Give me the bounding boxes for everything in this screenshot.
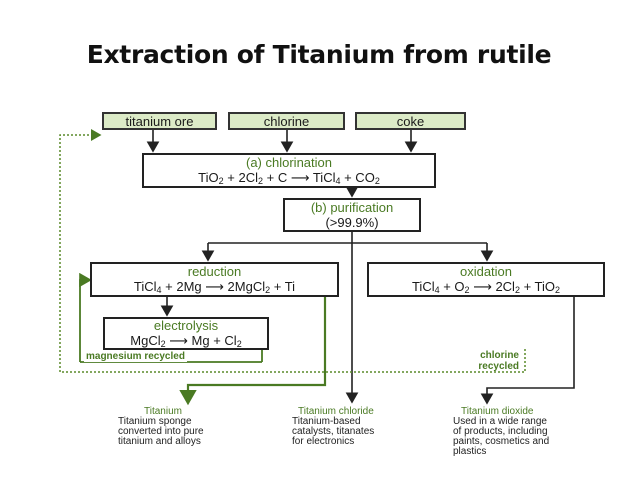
reaction-arrow-icon: ⟶ [169, 333, 188, 348]
input-label: titanium ore [125, 114, 194, 129]
input-coke: coke [355, 112, 466, 130]
purification-label: (b) purification [310, 200, 394, 215]
subscript: 2 [265, 285, 271, 295]
output-line: paints, cosmetics and [453, 436, 550, 447]
reaction-arrow-icon: ⟶ [473, 279, 492, 294]
output-line: for electronics [292, 436, 355, 447]
arrow-magnesium-recycle [79, 272, 92, 362]
equation-term: TiCl [133, 279, 157, 294]
equation-term: TiCl [309, 170, 336, 185]
oxidation-box: oxidation TiCl4 + O2 ⟶ 2Cl2 + TiO2 [367, 262, 605, 297]
output-line: Titanium sponge [118, 416, 192, 427]
magnesium-recycled-label: magnesium recycled [84, 351, 187, 362]
subscript: 2 [236, 339, 242, 349]
electrolysis-box: electrolysis MgCl2 ⟶ Mg + Cl2 [103, 317, 269, 350]
output-line: catalysts, titanates [292, 426, 375, 437]
equation-term: + O [439, 279, 465, 294]
subscript: 4 [156, 285, 162, 295]
input-chlorine: chlorine [228, 112, 345, 130]
chlorine-recycled-label: chlorine recycled [455, 350, 519, 372]
output-line: titanium and alloys [118, 436, 201, 447]
input-label: coke [396, 114, 425, 129]
equation-term: + 2Mg [161, 279, 206, 294]
arrow-to-titanium [179, 297, 327, 406]
output-titanium-chloride: Titanium chloride Titanium-based catalys… [292, 406, 422, 447]
reduction-equation: TiCl4 + 2Mg ⟶ 2MgCl2 + Ti [92, 279, 337, 295]
output-line: of products, including [453, 426, 548, 437]
subscript: 2 [464, 285, 470, 295]
reduction-label: reduction [187, 264, 242, 279]
input-label: chlorine [263, 114, 310, 129]
output-titanium-dioxide: Titanium dioxide Used in a wide range of… [453, 406, 593, 457]
output-line: converted into pure [118, 426, 204, 437]
subscript: 4 [434, 285, 440, 295]
equation-term: Mg + Cl [187, 333, 237, 348]
purification-box: (b) purification (>99.9%) [283, 198, 421, 232]
output-heading: Titanium chloride [298, 406, 374, 417]
chlorination-box: (a) chlorination TiO2 + 2Cl2 + C ⟶ TiCl4… [142, 153, 436, 188]
output-titanium: Titanium Titanium sponge converted into … [118, 406, 248, 447]
equation-term: 2Cl [491, 279, 515, 294]
chlorination-equation: TiO2 + 2Cl2 + C ⟶ TiCl4 + CO2 [144, 170, 434, 186]
output-line: Used in a wide range [453, 416, 547, 427]
output-line: plastics [453, 446, 487, 457]
equation-term: + CO [340, 170, 375, 185]
subscript: 2 [514, 285, 520, 295]
subscript: 2 [257, 176, 263, 186]
chlorination-label: (a) chlorination [246, 155, 332, 170]
arrow-to-titanium-dioxide [480, 297, 575, 405]
oxidation-label: oxidation [459, 264, 513, 279]
chlorine-recycled-line: recycled [478, 361, 519, 372]
equation-term: + TiO [519, 279, 556, 294]
output-heading: Titanium dioxide [461, 406, 534, 417]
equation-term: 2MgCl [223, 279, 266, 294]
page-title: Extraction of Titanium from rutile [86, 40, 552, 69]
output-line: Titanium-based [292, 416, 361, 427]
equation-term: TiO [198, 170, 219, 185]
output-heading: Titanium [144, 406, 182, 417]
subscript: 2 [374, 176, 380, 186]
equation-term: + C [263, 170, 291, 185]
electrolysis-label: electrolysis [153, 318, 219, 333]
reaction-arrow-icon: ⟶ [205, 279, 224, 294]
oxidation-equation: TiCl4 + O2 ⟶ 2Cl2 + TiO2 [369, 279, 603, 295]
input-titanium-ore: titanium ore [102, 112, 217, 130]
chlorine-recycled-line: chlorine [480, 350, 519, 361]
purification-value: (>99.9%) [325, 215, 379, 230]
subscript: 4 [335, 176, 341, 186]
dotted-chlorine-recycle [59, 129, 526, 373]
equation-term: TiCl [411, 279, 435, 294]
subscript: 2 [555, 285, 561, 295]
reaction-arrow-icon: ⟶ [290, 170, 310, 185]
equation-term: MgCl [130, 333, 161, 348]
subscript: 2 [160, 339, 166, 349]
equation-term: + 2Cl [223, 170, 258, 185]
electrolysis-equation: MgCl2 ⟶ Mg + Cl2 [105, 333, 267, 349]
equation-term: + Ti [270, 279, 296, 294]
reduction-box: reduction TiCl4 + 2Mg ⟶ 2MgCl2 + Ti [90, 262, 339, 297]
subscript: 2 [218, 176, 224, 186]
